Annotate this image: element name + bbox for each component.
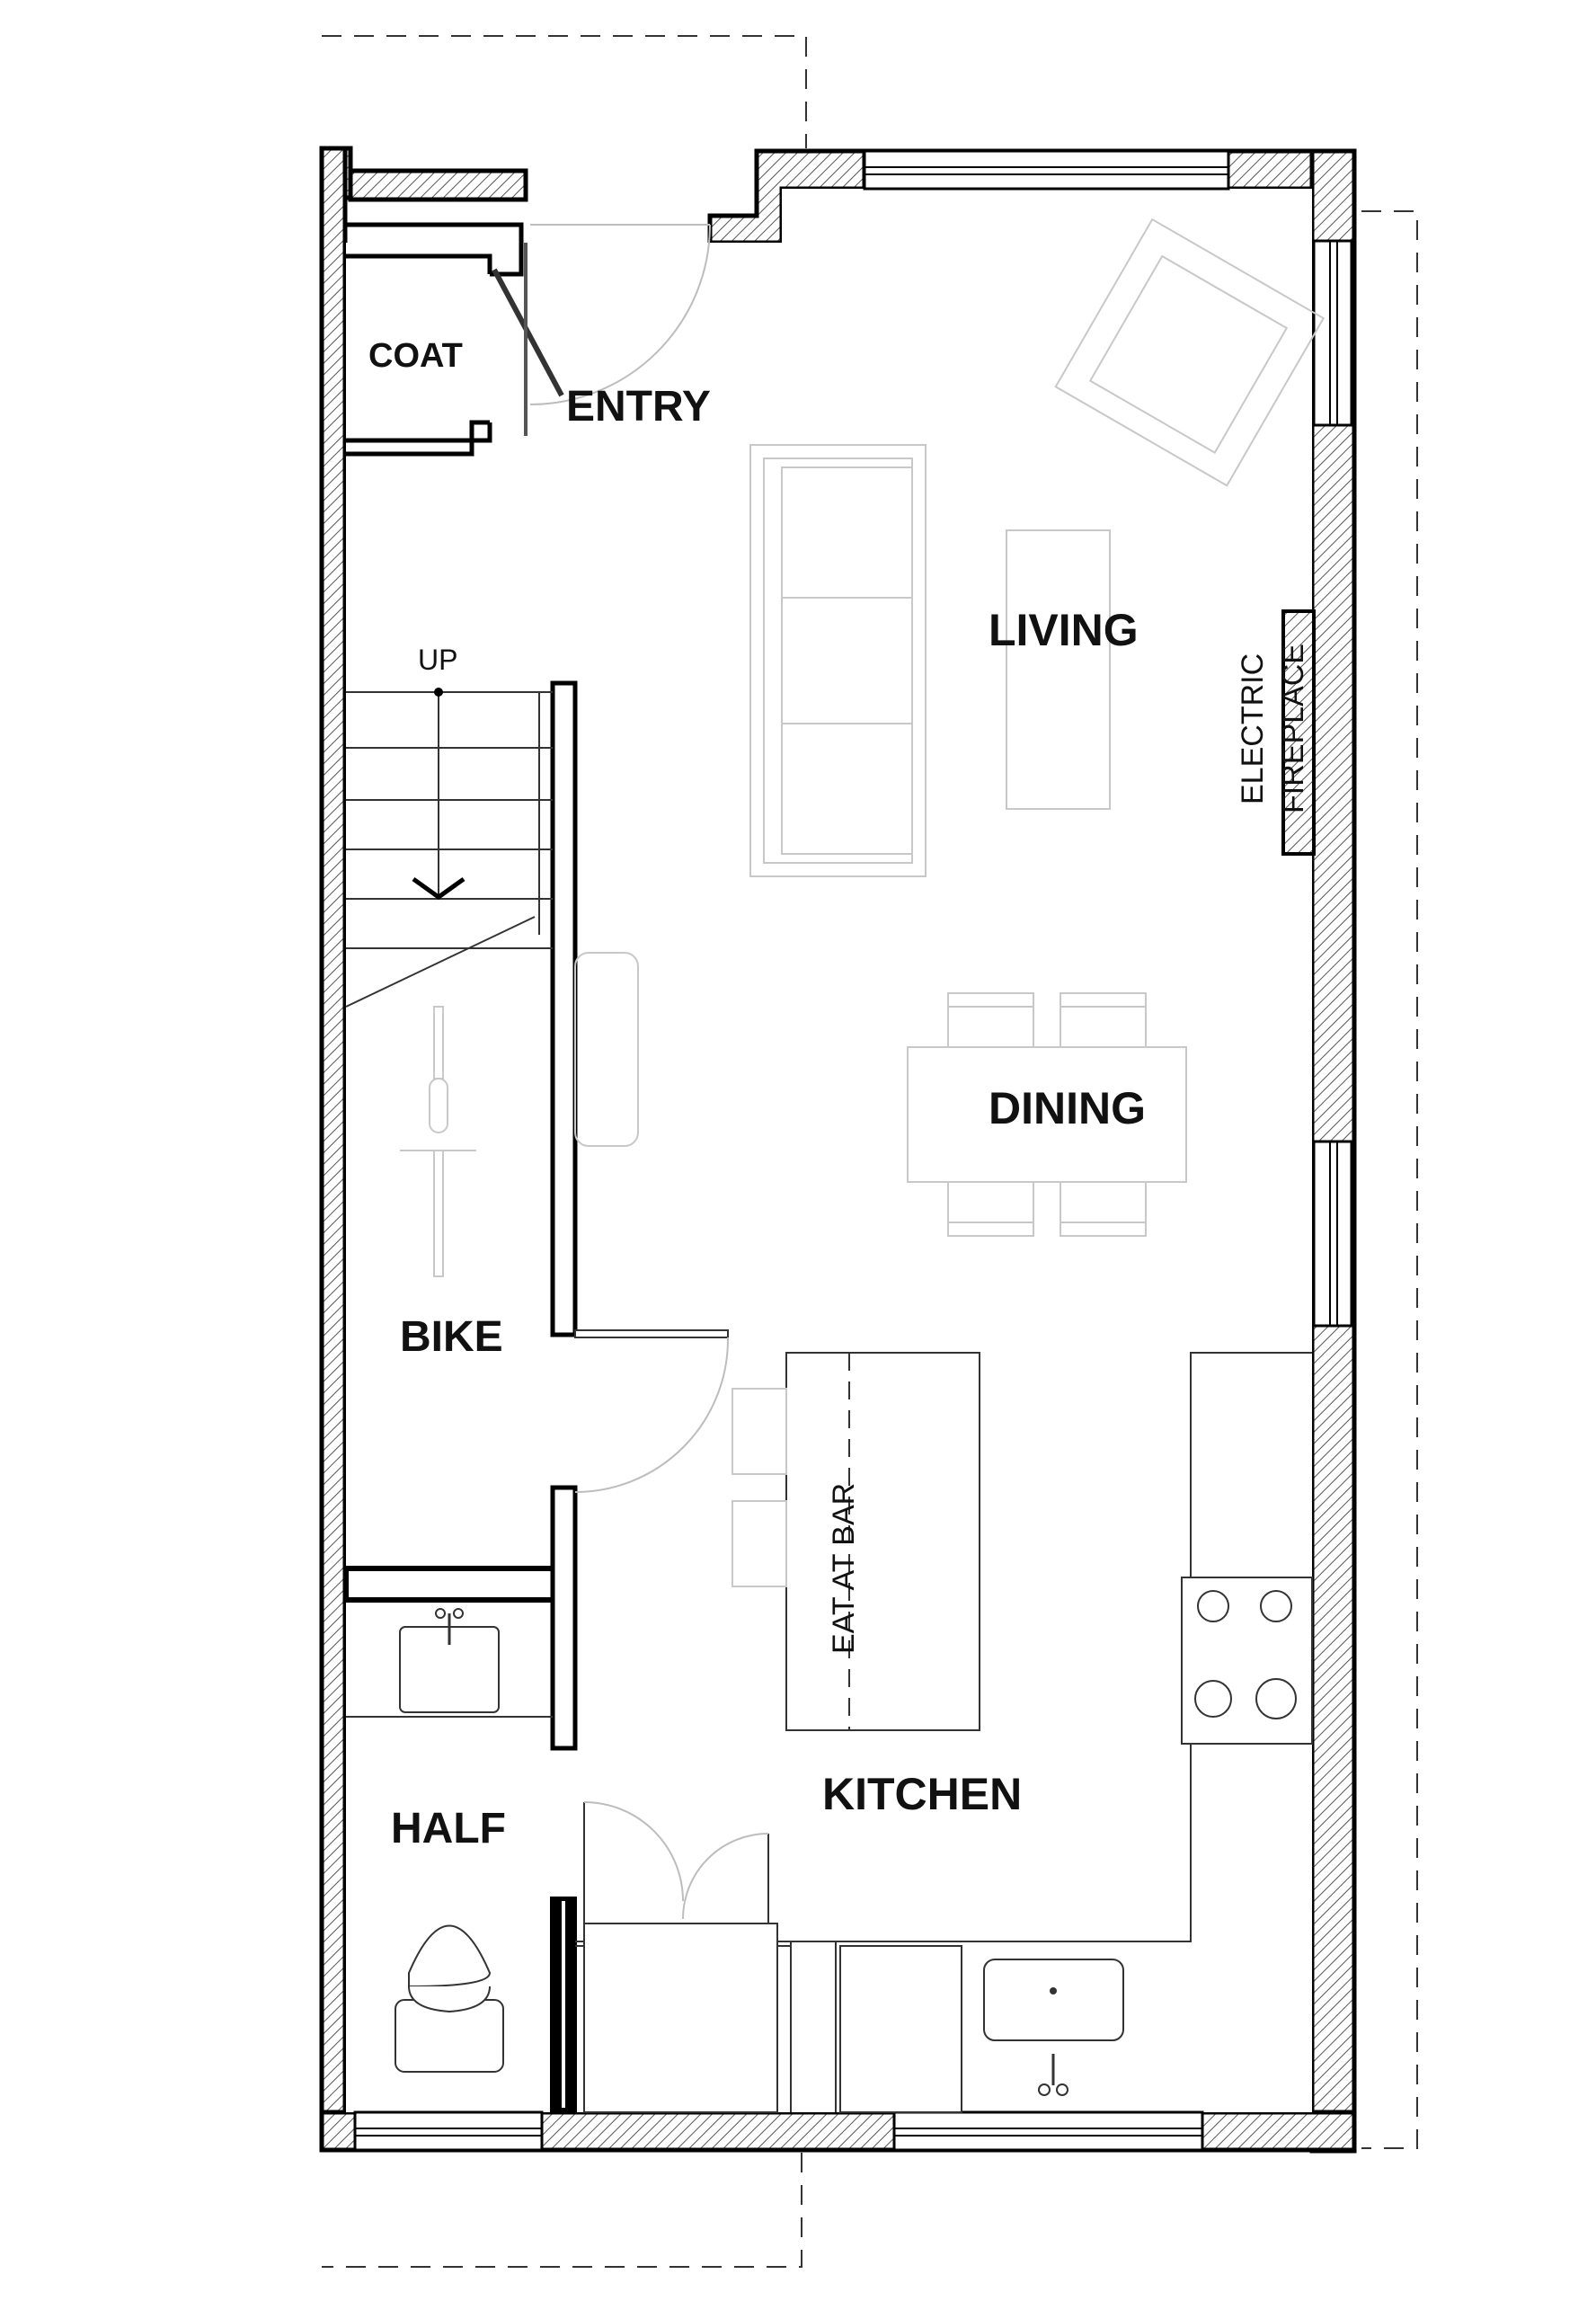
fireplace-label-line1: ELECTRIC bbox=[1236, 653, 1270, 804]
interior-walls bbox=[343, 222, 578, 2112]
property-lines bbox=[322, 35, 1418, 2268]
floor-area bbox=[346, 243, 1312, 2112]
stair-up-label: UP bbox=[418, 644, 457, 676]
entry-door-swing bbox=[529, 224, 711, 405]
refrigerator bbox=[583, 1801, 778, 2113]
bar-stools bbox=[732, 1388, 787, 1587]
bike-door[interactable] bbox=[574, 1329, 730, 1493]
range bbox=[1181, 1577, 1313, 1745]
toilet bbox=[395, 1924, 504, 2073]
label-entry: ENTRY bbox=[566, 383, 711, 431]
stairs bbox=[345, 688, 553, 1008]
coffee-table bbox=[1006, 529, 1111, 810]
dining-set bbox=[907, 992, 1187, 1237]
kitchen-island bbox=[785, 1352, 980, 1731]
fireplace-label-line2: FIREPLACE bbox=[1276, 644, 1310, 813]
label-half: HALF bbox=[391, 1805, 506, 1852]
label-coat: COAT bbox=[368, 337, 463, 375]
fireplace-wall bbox=[1281, 609, 1316, 856]
label-kitchen: KITCHEN bbox=[822, 1769, 1022, 1819]
bike bbox=[400, 1006, 476, 1277]
kitchen-sink bbox=[983, 1959, 1124, 2096]
armchair bbox=[1054, 218, 1326, 487]
bath-vanity bbox=[346, 1608, 553, 1718]
coat-door[interactable] bbox=[492, 243, 564, 436]
eat-at-bar-label: EAT AT BAR bbox=[827, 1483, 861, 1654]
room-labels: COAT ENTRY LIVING DINING BIKE KITCHEN HA… bbox=[368, 337, 1310, 1852]
bench bbox=[574, 952, 639, 1147]
sofa bbox=[749, 444, 927, 877]
label-bike: BIKE bbox=[400, 1313, 503, 1361]
label-dining: DINING bbox=[989, 1083, 1146, 1133]
label-living: LIVING bbox=[989, 605, 1139, 655]
windows bbox=[353, 149, 1353, 2152]
